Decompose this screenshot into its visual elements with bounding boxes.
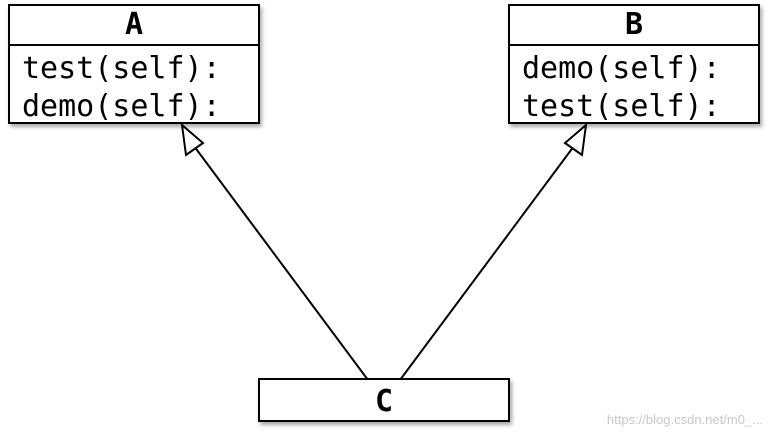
class-a-box: A test(self): demo(self): [8, 4, 260, 124]
arrowhead-b [563, 122, 588, 157]
class-a-name: A [10, 6, 258, 46]
watermark: https://blog.csdn.net/m0_... [606, 412, 763, 427]
class-c-box: C [258, 378, 510, 422]
arrowhead-a [180, 122, 205, 157]
class-a-methods: test(self): demo(self): [10, 46, 258, 126]
class-b-methods: demo(self): test(self): [510, 46, 758, 126]
class-b-method: test(self): [522, 89, 721, 124]
arrow-line-c-to-a [193, 145, 369, 381]
class-a-method: test(self): [22, 51, 221, 86]
class-c-name: C [374, 384, 394, 419]
class-a-method: demo(self): [22, 89, 221, 124]
class-b-method: demo(self): [522, 51, 721, 86]
class-b-box: B demo(self): test(self): [508, 4, 760, 124]
arrow-line-c-to-b [399, 145, 575, 381]
class-b-name: B [510, 6, 758, 46]
